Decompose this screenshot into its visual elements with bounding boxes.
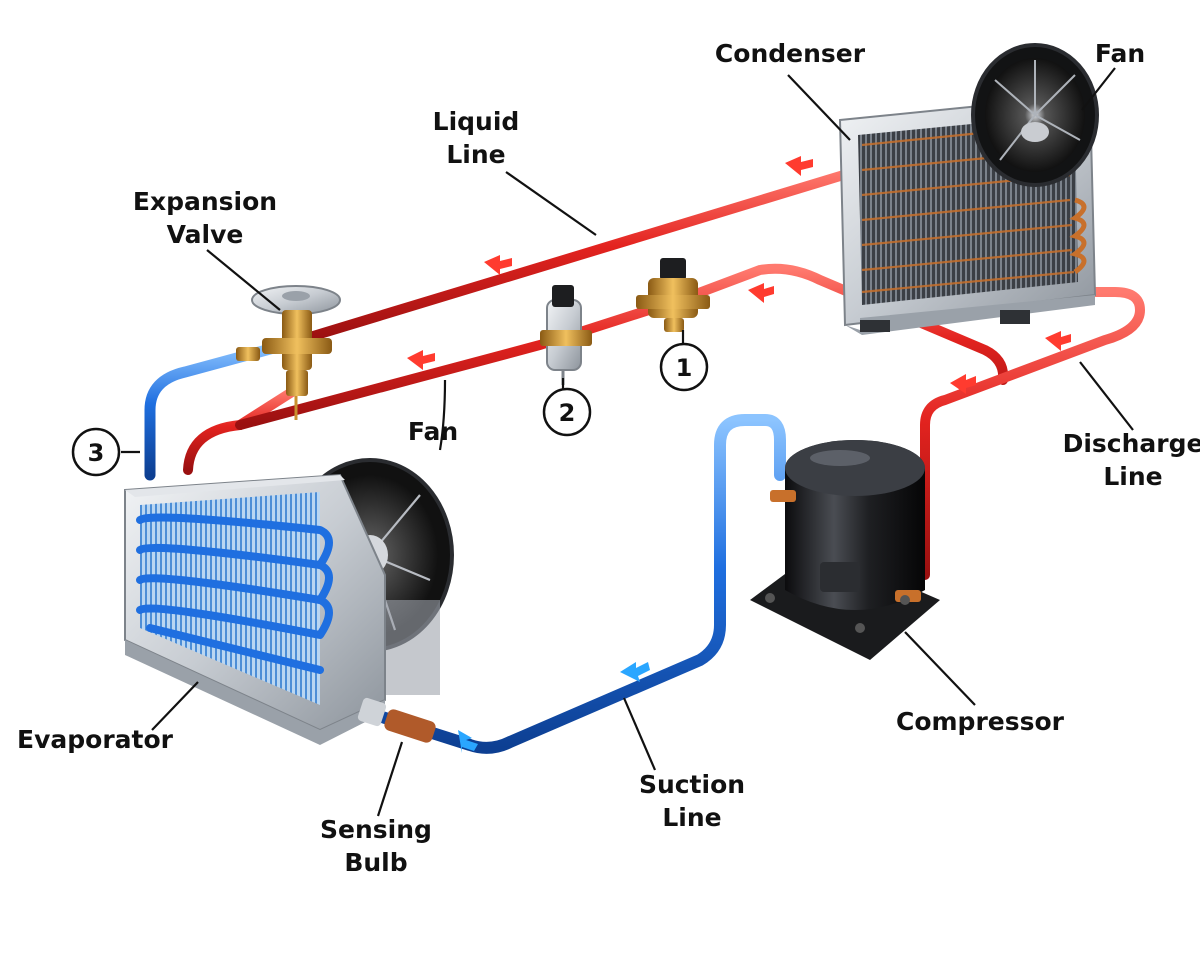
label-discharge-line-2: Line (1103, 462, 1162, 491)
label-expansion-valve-1: Expansion (133, 187, 277, 216)
label-expansion-valve-2: Valve (167, 220, 244, 249)
label-liquid-line-1: Liquid (433, 107, 520, 136)
label-evaporator: Evaporator (17, 725, 174, 754)
label-fan-top: Fan (1095, 39, 1145, 68)
label-suction-line-2: Line (662, 803, 721, 832)
flow-arrow (407, 350, 435, 370)
filter-drier (540, 285, 592, 385)
marker-1-text: 1 (676, 354, 693, 382)
flow-arrow (950, 374, 976, 394)
compressor-leader (904, 631, 976, 706)
fan-top-leader (1081, 67, 1116, 111)
sensing-bulb (357, 697, 436, 743)
marker-2-text: 2 (559, 399, 576, 427)
cold-flow-arrows (458, 662, 650, 753)
label-suction-line-1: Suction (639, 770, 745, 799)
label-discharge-line-1: Discharge (1063, 429, 1200, 458)
flow-arrow (458, 730, 478, 753)
suction-line-leader (622, 697, 657, 771)
service-valve (636, 258, 710, 332)
fan-mid-leader (438, 379, 447, 451)
liquid-line-pipe (295, 165, 865, 345)
evaporator-leader (151, 681, 199, 731)
expansion-valve (236, 285, 341, 420)
label-fan-mid: Fan (408, 417, 458, 446)
hot-branch-pipe (183, 263, 1009, 475)
condenser-fan (971, 43, 1099, 187)
evaporator-feed-pipe (144, 339, 291, 481)
marker-3-text: 3 (88, 439, 105, 467)
flow-arrow (1045, 331, 1071, 351)
marker-3: 3 (71, 427, 121, 477)
label-condenser: Condenser (715, 39, 866, 68)
label-liquid-line-2: Line (446, 140, 505, 169)
marker-2: 2 (542, 387, 592, 437)
discharge-line-pipe (920, 287, 1146, 580)
liquid-line-leader (505, 171, 597, 236)
label-sensing-bulb-2: Bulb (344, 848, 407, 877)
flow-arrow (484, 255, 512, 275)
suction-line-pipe (354, 414, 786, 754)
label-sensing-bulb-1: Sensing (320, 815, 432, 844)
sensing-bulb-leader (376, 741, 404, 817)
compressor-unit (750, 440, 940, 660)
evaporator-unit (124, 473, 386, 745)
label-compressor: Compressor (896, 707, 1065, 736)
discharge-line-leader (1079, 361, 1134, 431)
flow-arrow (748, 283, 774, 303)
flow-arrow (785, 156, 813, 176)
flow-arrow (620, 662, 650, 682)
expansion-valve-leader (206, 249, 281, 311)
marker-1: 1 (659, 342, 709, 392)
leader-lines (121, 67, 1134, 817)
condenser-leader (787, 74, 851, 141)
